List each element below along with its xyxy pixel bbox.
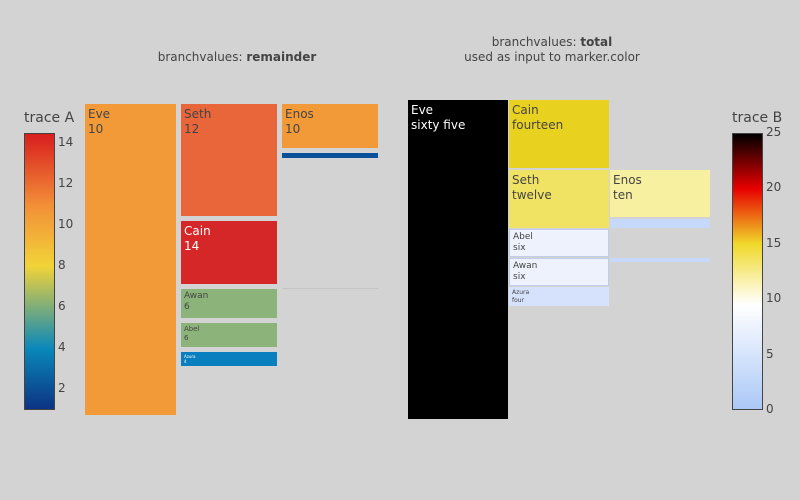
tile-enos-b-value: ten <box>613 188 633 202</box>
tile-seth-b-label: Seth <box>512 173 540 187</box>
tile-enos-a-label: Enos <box>285 107 314 121</box>
colorbar-tick: 5 <box>766 346 774 361</box>
tile-enos-a-value: 10 <box>285 122 301 136</box>
colorbar-tick: 12 <box>58 176 74 191</box>
tile-azura-a-value: 4 <box>184 359 187 364</box>
tile-abel-a-value: 6 <box>184 333 189 342</box>
tile-seth-b-value: twelve <box>512 188 552 202</box>
chart-title-left: branchvalues: remainder <box>117 50 357 65</box>
title-bold-left: remainder <box>246 50 317 64</box>
colorbar-tick: 25 <box>766 125 782 139</box>
title-bold-right: total <box>580 35 613 49</box>
tile-awan-a-value: 6 <box>184 302 190 313</box>
tile-enos-b-label: Enos <box>613 173 642 187</box>
colorbar-tick: 8 <box>58 258 66 273</box>
tile-abel-b-value: six <box>513 243 526 254</box>
tile-azura-a-label: Azura <box>184 354 196 359</box>
tile-eve-b-label: Eve <box>411 103 434 117</box>
colorbar-tick: 6 <box>58 299 66 314</box>
tile-awan-b-value: six <box>513 272 526 283</box>
colorbar-tick: 2 <box>58 381 66 396</box>
title-line2-right: used as input to marker.color <box>464 50 640 64</box>
colorbar-tick: 14 <box>58 135 74 150</box>
title-prefix-right: branchvalues: <box>491 35 581 49</box>
tile-cain-b-value: fourteen <box>512 118 564 132</box>
colorbar-tick: 10 <box>58 217 74 232</box>
tile-eve-a-label: Eve <box>88 107 111 121</box>
tile-abel-b-label: Abel <box>513 232 533 242</box>
colorbar-tick: 4 <box>58 340 66 355</box>
colorbar-a-title: trace A <box>24 110 75 126</box>
tile-cain-a-value: 14 <box>184 239 200 253</box>
colorbar-tick: 15 <box>766 235 782 250</box>
tile-abel-a-label: Abel <box>184 325 200 333</box>
tile-awan-b-label: Awan <box>513 261 538 271</box>
colorbar-a <box>24 133 55 410</box>
colorbar-tick: 10 <box>766 291 782 306</box>
tile-eve-a-value: 10 <box>88 122 104 136</box>
tile-seth-a-value: 12 <box>184 122 200 136</box>
tile-noam-b[interactable] <box>610 219 710 228</box>
colorbar-b <box>732 133 763 410</box>
tile-noam-a[interactable] <box>282 153 378 158</box>
colorbar-tick: 20 <box>766 180 782 195</box>
tile-sliver-a <box>282 288 378 289</box>
title-prefix-left: branchvalues: <box>157 50 247 64</box>
colorbar-b-title: trace B <box>732 110 783 126</box>
tile-cain-b-label: Cain <box>512 103 539 117</box>
tile-awan-a-label: Awan <box>184 291 209 301</box>
tile-sliver-b <box>610 258 710 262</box>
tile-cain-a-label: Cain <box>184 224 211 238</box>
tile-eve-b-value: sixty five <box>411 118 466 132</box>
chart-title-right: branchvalues: total used as input to mar… <box>432 35 672 65</box>
tile-seth-a-label: Seth <box>184 107 212 121</box>
colorbar-tick: 0 <box>766 402 774 416</box>
tile-azura-b-value: four <box>512 296 525 304</box>
tile-azura-b-label: Azura <box>512 289 530 296</box>
